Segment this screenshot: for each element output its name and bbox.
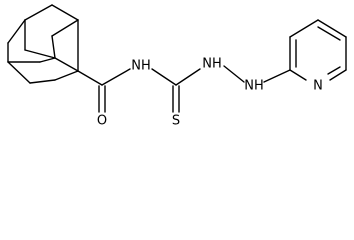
bond [51,35,56,59]
atom-pyridine-nitrogen: N [313,79,323,94]
atom-sulfur: S [172,114,180,129]
bond [317,19,347,38]
bond-amide-thiocarbonyl [151,68,177,86]
bond-carbonyl-amide [101,68,131,86]
bond [327,66,341,75]
pyridine-n-label: N [313,79,323,94]
atom-oxygen: O [97,114,107,129]
bond [29,79,56,84]
bond [317,26,341,41]
bond [7,61,31,84]
molecule-drawing: O NH S NH NH N [7,4,347,129]
sulfur-label: S [172,114,180,129]
adamantane-cage [7,4,79,84]
bond [24,4,53,21]
bond [289,19,319,38]
hydrazine-nh-label-2: NH [244,79,264,94]
atom-amide-nitrogen: NH [131,59,151,74]
carbonyl-double-bond [98,85,106,113]
bond-hydrazine-hydrazine [223,65,245,83]
amide-nh-label: NH [131,59,151,74]
structure-canvas: O NH S NH NH N [7,4,347,129]
bond [7,19,26,44]
bond [54,57,79,72]
bond [51,4,79,21]
bond [24,49,56,59]
thiocarbonyl-double-bond [172,85,180,113]
bond [329,69,347,81]
bond-hydrazine-pyridine [263,69,291,83]
oxygen-label: O [97,114,107,129]
pyridine-ring [289,19,347,81]
bond-thiocarbonyl-hydrazine [175,68,201,86]
bond-cage-carbonyl [77,70,103,86]
bond [54,70,79,81]
bond [51,19,79,37]
bond [39,57,56,63]
hydrazine-nh-label-1: NH [202,57,222,72]
bond [289,69,307,81]
atom-hydrazine-nitrogen-1: NH [202,57,222,72]
atom-hydrazine-nitrogen-2: NH [244,79,264,94]
